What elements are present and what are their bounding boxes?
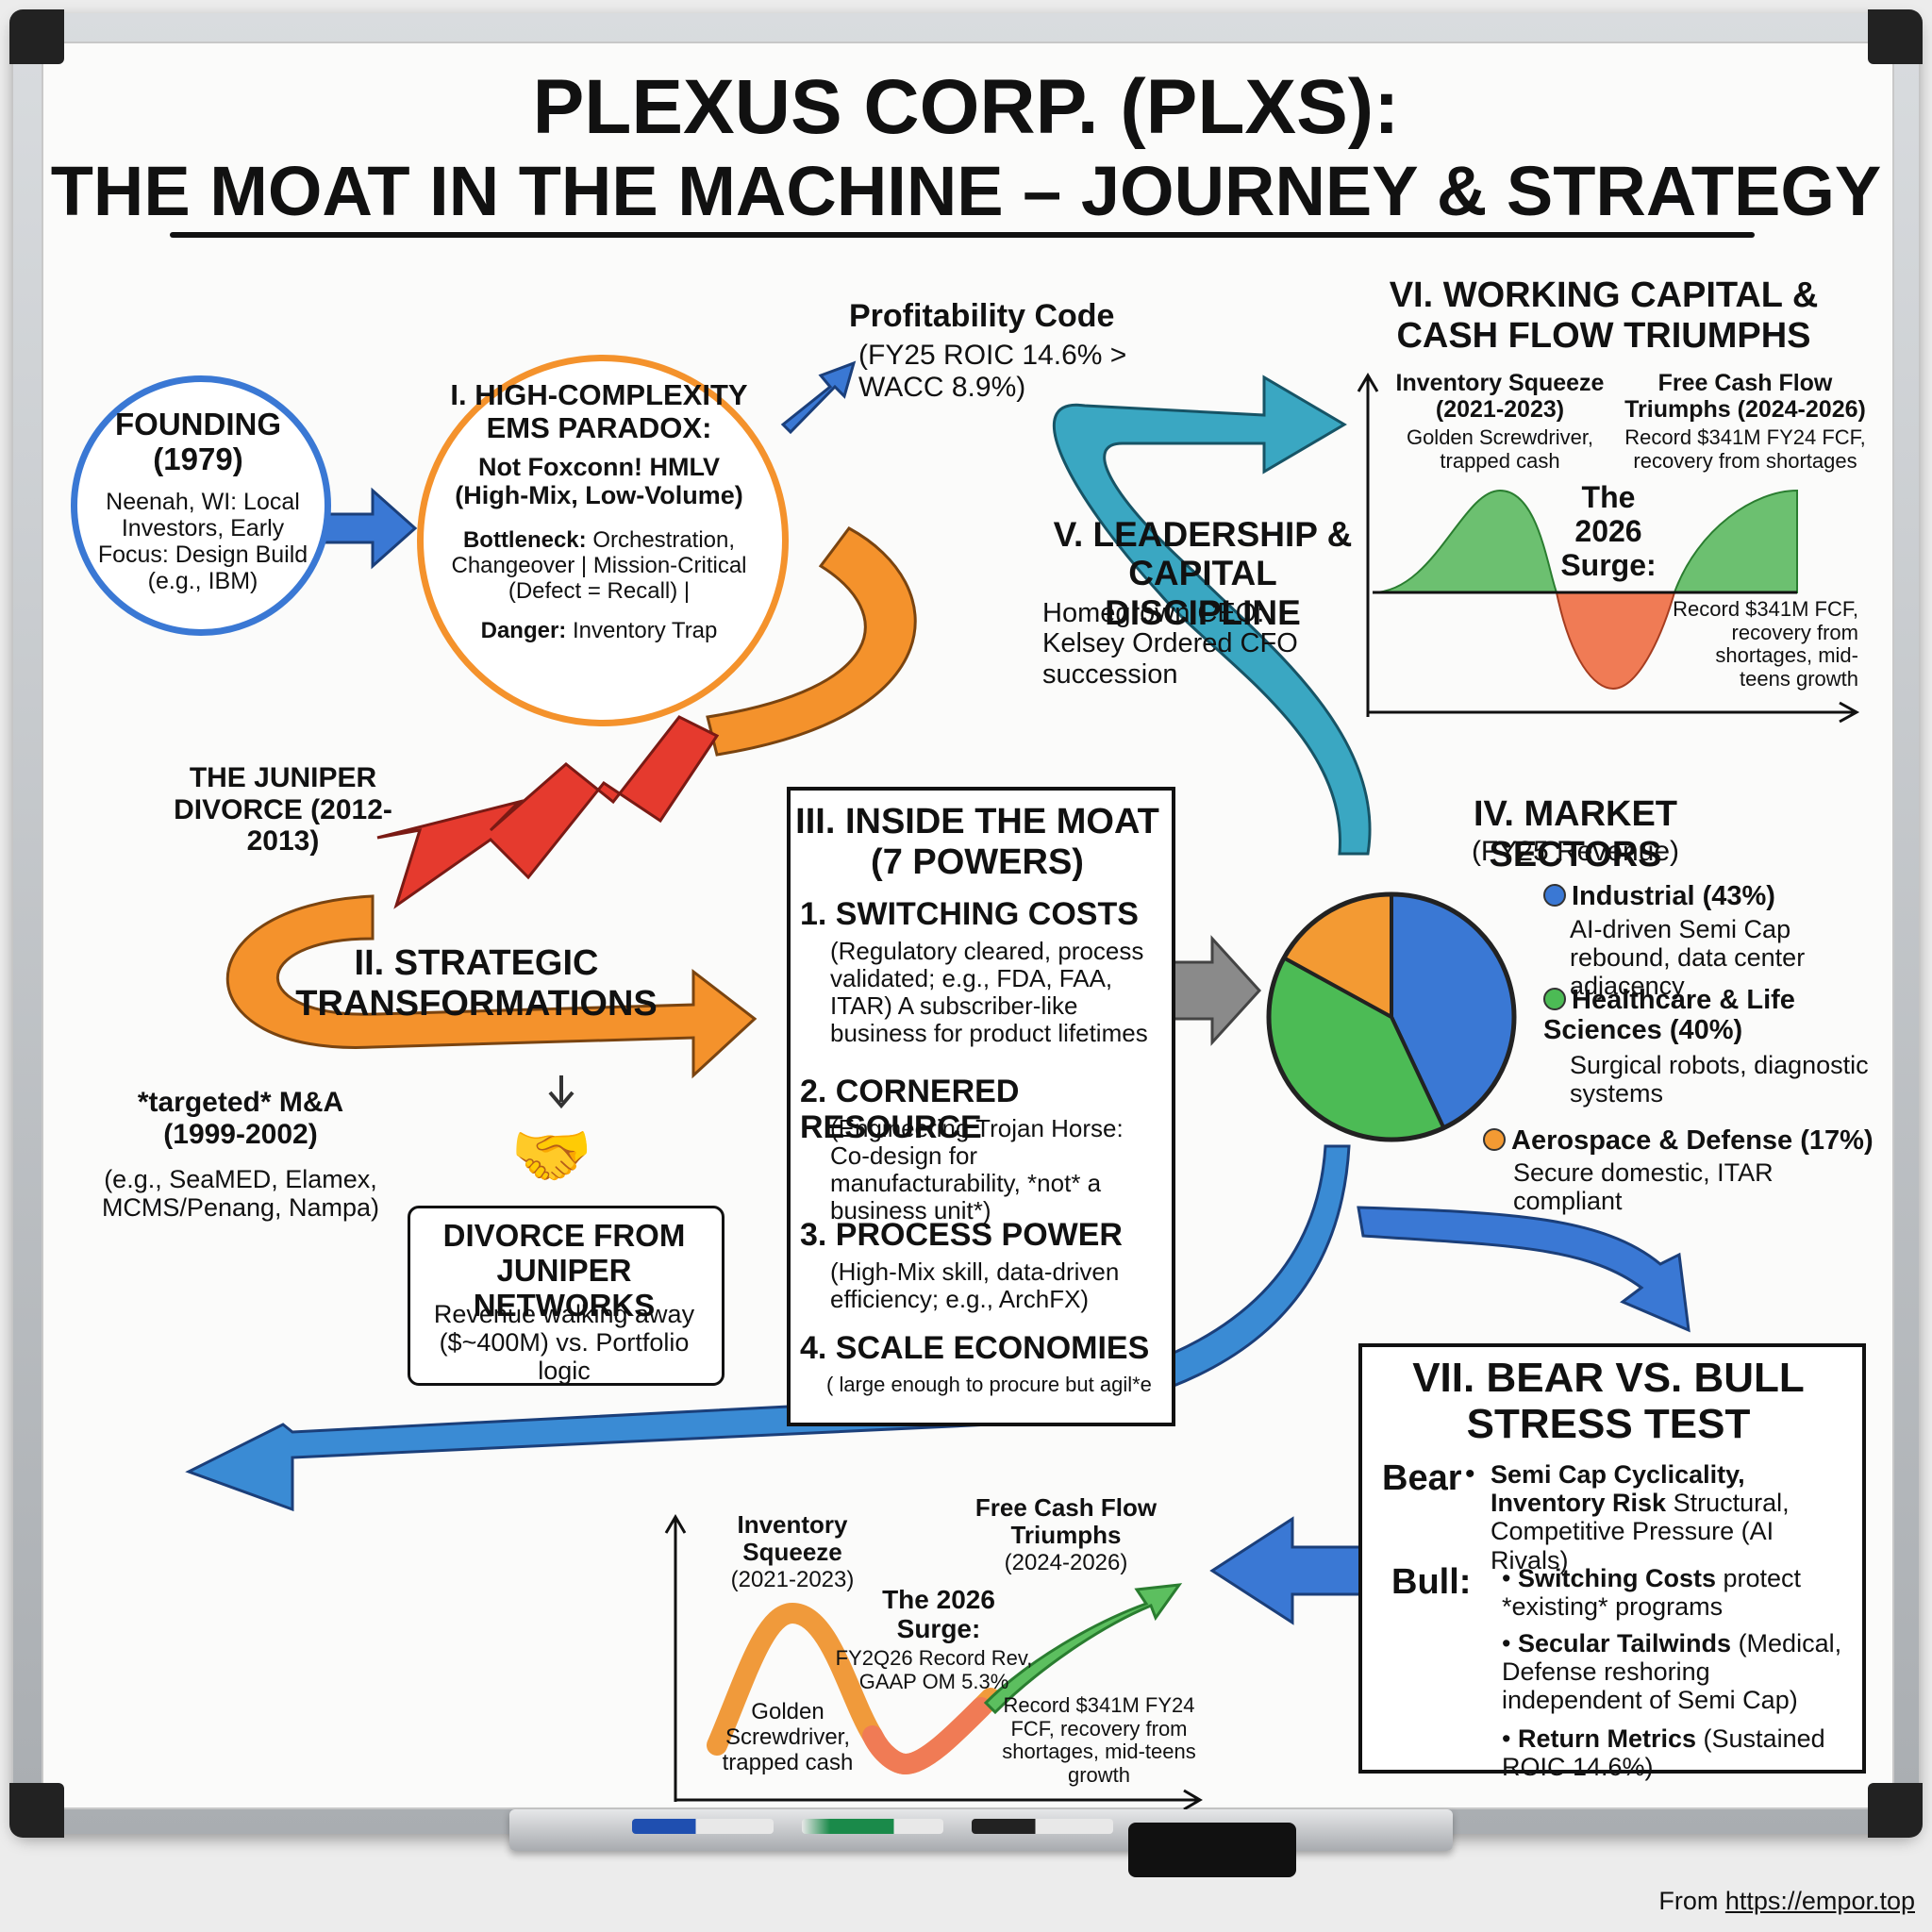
- lightning-arrow: [376, 715, 720, 909]
- bull-item: • Return Metrics (Sustained ROIC 14.6%): [1502, 1724, 1825, 1782]
- sector-legend-desc: Secure domestic, ITAR compliant: [1513, 1158, 1774, 1216]
- profitability-heading: Profitability Code: [849, 298, 1115, 334]
- small-down-arrow: [548, 1075, 575, 1109]
- bottom-surge-heading: The 2026 Surge:: [882, 1585, 995, 1644]
- bottom-squeeze-years: (2021-2023): [730, 1567, 855, 1592]
- surge-label: The 2026 Surge:: [1560, 480, 1657, 582]
- bear-label: Bear: [1382, 1458, 1462, 1498]
- legend-dot-icon: [1483, 1128, 1506, 1151]
- sectors-pie-chart: [1266, 891, 1517, 1142]
- mna-body: (e.g., SeaMED, Elamex, MCMS/Penang, Namp…: [101, 1165, 380, 1223]
- moat-item-title: 3. PROCESS POWER: [800, 1217, 1123, 1253]
- transformations-heading: II. STRATEGIC TRANSFORMATIONS: [295, 943, 658, 1024]
- bottom-squeeze-title: Inventory Squeeze: [737, 1510, 848, 1567]
- moat-item-body: (Engineering Trojan Horse: Co-design for…: [830, 1114, 1124, 1225]
- bull-item: • Switching Costs protect *existing* pro…: [1502, 1564, 1802, 1622]
- blue-marker: [632, 1819, 774, 1834]
- founding-circle: [71, 375, 331, 636]
- working-capital-chart: [1357, 373, 1860, 724]
- sector-legend-name: Industrial (43%): [1543, 881, 1864, 911]
- black-marker: [972, 1819, 1113, 1834]
- paradox-sub: Not Foxconn! HMLV (High-Mix, Low-Volume): [455, 453, 743, 510]
- sector-legend-name: Aerospace & Defense (17%): [1483, 1125, 1879, 1156]
- footer-link[interactable]: https://empor.top: [1724, 1887, 1915, 1915]
- moat-item-title: 4. SCALE ECONOMIES: [800, 1330, 1150, 1366]
- stress-test-heading: VII. BEAR VS. BULL STRESS TEST: [1412, 1355, 1805, 1448]
- title-underline: [170, 232, 1755, 238]
- moat-item-title: 2. CORNERED RESOURCE: [800, 1074, 1020, 1146]
- frame-corner: [9, 9, 64, 64]
- moat-box: [787, 787, 1175, 1426]
- sector-legend-name: Healthcare & Life Sciences (40%): [1543, 985, 1795, 1046]
- paradox-heading: I. HIGH-COMPLEXITY EMS PARADOX:: [450, 378, 748, 444]
- page-title-line1: PLEXUS CORP. (PLXS):: [532, 64, 1400, 150]
- juniper-heading: THE JUNIPER DIVORCE (2012-2013): [174, 762, 392, 858]
- paradox-bottleneck: Bottleneck: Orchestration, Changeover | …: [451, 527, 747, 604]
- orange-swoosh-upper: [706, 526, 917, 757]
- moat-item-title: 1. SWITCHING COSTS: [800, 896, 1139, 932]
- founding-heading: FOUNDING (1979): [115, 407, 281, 476]
- stress-test-box: [1358, 1343, 1866, 1774]
- fcf-body: Record $341M FY24 FCF, recovery from sho…: [1624, 425, 1866, 473]
- bottom-golden: Golden Screwdriver, trapped cash: [722, 1699, 854, 1775]
- blue-arrow-to-chart: [185, 1144, 1351, 1512]
- frame-corner: [1868, 9, 1923, 64]
- working-capital-heading: VI. WORKING CAPITAL & CASH FLOW TRIUMPHS: [1389, 275, 1819, 356]
- footer-source: From https://empor.top: [1658, 1887, 1915, 1915]
- founding-body: Neenah, WI: Local Investors, Early Focus…: [97, 489, 308, 594]
- moat-item-body: ( large enough to procure but agil*e: [826, 1373, 1152, 1396]
- eraser: [1128, 1823, 1296, 1877]
- surge-note: Record $341M FCF, recovery from shortage…: [1673, 597, 1858, 691]
- page-title-line2: THE MOAT IN THE MACHINE – JOURNEY & STRA…: [50, 152, 1882, 230]
- bottom-fcf-title: Free Cash Flow Triumphs: [974, 1493, 1158, 1550]
- paradox-danger: Danger: Inventory Trap: [480, 618, 718, 643]
- frame-corner: [9, 1783, 64, 1838]
- mna-heading: *targeted* M&A (1999-2002): [137, 1087, 344, 1150]
- fcf-title: Free Cash Flow Triumphs (2024-2026): [1624, 370, 1866, 423]
- bottom-cash-flow-chart: [664, 1514, 1203, 1811]
- moat-item-body: (High-Mix skill, data-driven efficiency;…: [830, 1257, 1120, 1314]
- legend-dot-icon: [1543, 988, 1566, 1010]
- bull-item: • Secular Tailwinds (Medical, Defense re…: [1502, 1629, 1842, 1715]
- paradox-circle: [417, 355, 789, 726]
- pie-outline: [1266, 891, 1517, 1142]
- sector-legend-desc: AI-driven Semi Cap rebound, data center …: [1570, 915, 1806, 1001]
- leadership-body: Homegrown CEO: Kelsey Ordered CFO succes…: [1042, 598, 1298, 690]
- bottom-fcf-years: (2024-2026): [1004, 1550, 1128, 1575]
- sectors-sub: (FY25 Revenue): [1471, 836, 1680, 867]
- bear-bullet: •: [1465, 1458, 1475, 1490]
- moat-item-body: (Regulatory cleared, process validated; …: [830, 937, 1148, 1048]
- leadership-heading: V. LEADERSHIP & CAPITAL DISCIPLINE: [1053, 515, 1353, 632]
- sector-legend-desc: Surgical robots, diagnostic systems: [1570, 1051, 1869, 1108]
- green-marker: [802, 1819, 943, 1834]
- arrow-to-stress-test: [1357, 1206, 1690, 1333]
- squeeze-body: Golden Screwdriver, trapped cash: [1406, 425, 1594, 473]
- moat-heading: III. INSIDE THE MOAT (7 POWERS): [795, 802, 1159, 882]
- legend-dot-icon: [1543, 884, 1566, 907]
- divorce-body: Revenue walking away ($~400M) vs. Portfo…: [433, 1300, 695, 1386]
- sectors-heading: IV. MARKET SECTORS: [1473, 794, 1678, 874]
- bull-label: Bull:: [1391, 1562, 1472, 1602]
- handshake-icon: 🤝: [510, 1119, 593, 1192]
- divorce-box: [408, 1206, 724, 1386]
- arrow-moat-to-sectors: [1163, 935, 1262, 1046]
- bottom-record: Record $341M FY24 FCF, recovery from sho…: [1002, 1693, 1196, 1787]
- frame-corner: [1868, 1783, 1923, 1838]
- squeeze-title: Inventory Squeeze (2021-2023): [1395, 370, 1605, 423]
- bottom-surge-body: FY2Q26 Record Rev, GAAP OM 5.3%: [835, 1646, 1033, 1693]
- bear-text: Semi Cap Cyclicality, Inventory Risk Str…: [1491, 1460, 1790, 1574]
- divorce-heading: DIVORCE FROM JUNIPER NETWORKS: [442, 1218, 686, 1323]
- profitability-body: (FY25 ROIC 14.6% > WACC 8.9%): [858, 340, 1127, 403]
- orange-u-arrow: [225, 894, 758, 1079]
- arrow-bear-bull-left: [1209, 1516, 1370, 1625]
- arrow-profitability: [780, 360, 857, 435]
- teal-swoosh: [1052, 375, 1372, 856]
